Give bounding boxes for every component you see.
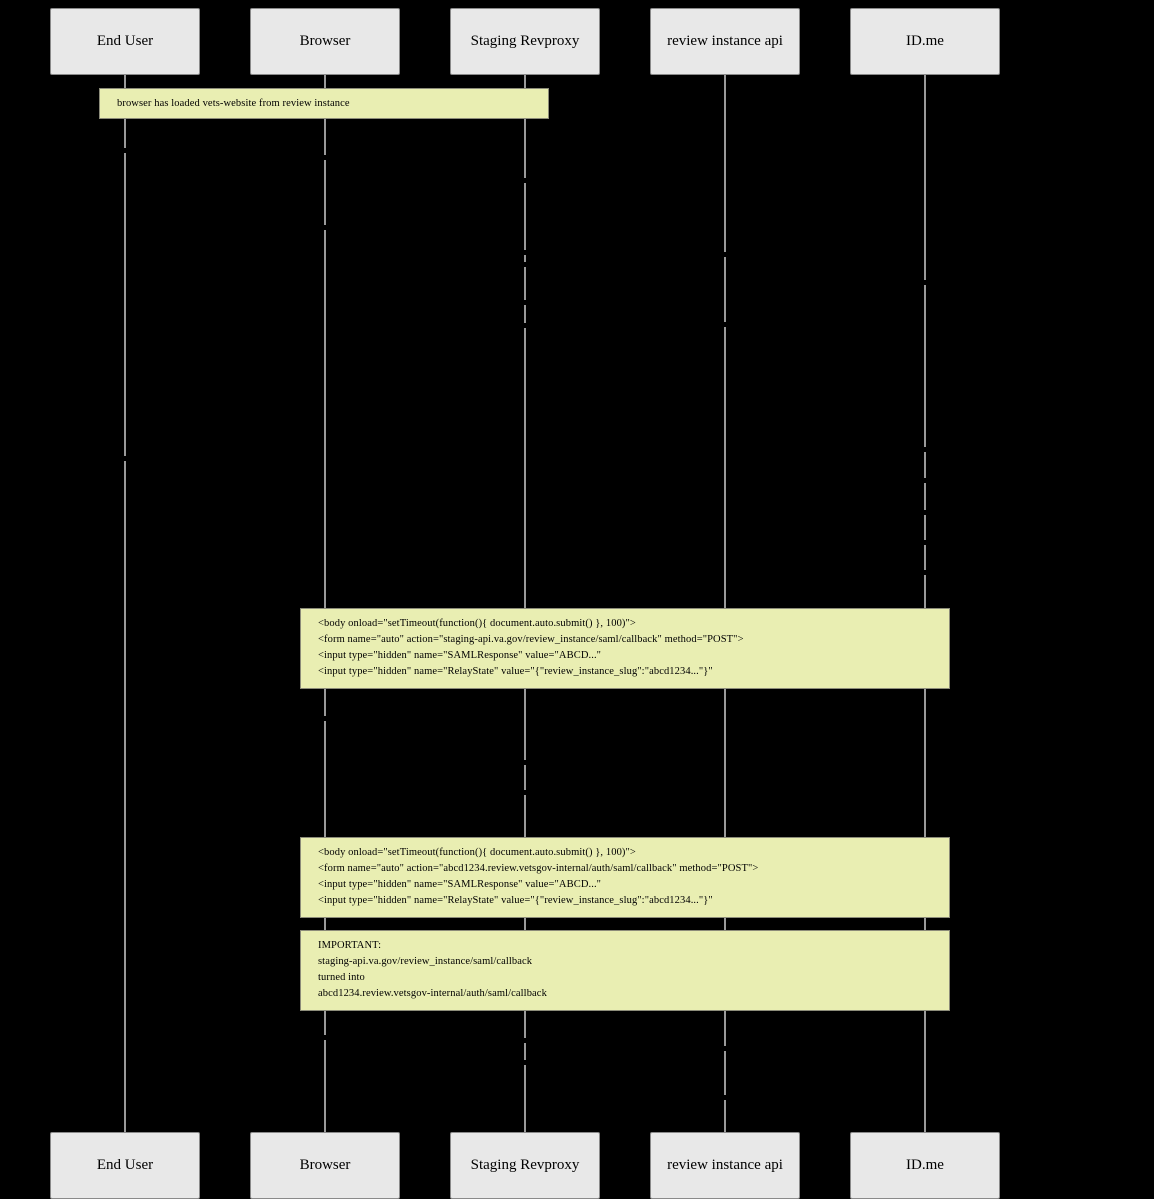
participant-browser-top[interactable]: Browser: [250, 8, 400, 75]
note-text-line: <body onload="setTimeout(function(){ doc…: [318, 847, 636, 858]
lifeline-gap: [523, 300, 527, 305]
participant-end-user-top[interactable]: End User: [50, 8, 200, 75]
participant-label: review instance api: [667, 1157, 783, 1174]
note-text-line: <input type="hidden" name="RelayState" v…: [318, 666, 713, 677]
note-text-line: <input type="hidden" name="SAMLResponse"…: [318, 879, 602, 890]
lifeline-gap: [323, 1035, 327, 1040]
participant-label: Staging Revproxy: [470, 33, 580, 50]
note-text-line: turned into: [318, 972, 365, 983]
note-text-line: abcd1234.review.vetsgov-internal/auth/sa…: [318, 988, 547, 999]
participant-label: ID.me: [906, 1157, 944, 1174]
participant-staging-revproxy-top[interactable]: Staging Revproxy: [450, 8, 600, 75]
note-text-line: <form name="auto" action="abcd1234.revie…: [318, 863, 759, 874]
note-text-line: <input type="hidden" name="SAMLResponse"…: [318, 650, 602, 661]
lifeline-gap: [523, 250, 527, 255]
note-browser-loaded: browser has loaded vets-website from rev…: [99, 88, 549, 119]
participant-label: Staging Revproxy: [470, 1157, 580, 1174]
note-text-line: <body onload="setTimeout(function(){ doc…: [318, 618, 636, 629]
lifeline-gap: [923, 478, 927, 483]
participant-label: End User: [96, 33, 154, 50]
lifeline-review-instance-api: [724, 75, 726, 1133]
note-text-line: browser has loaded vets-website from rev…: [117, 98, 350, 109]
lifeline-gap: [323, 225, 327, 230]
participant-label: ID.me: [906, 33, 944, 50]
lifeline-id-me: [924, 75, 926, 1133]
lifeline-gap: [923, 280, 927, 285]
note-text-line: IMPORTANT:: [318, 940, 382, 951]
lifeline-gap: [523, 262, 527, 267]
lifeline-gap: [523, 1060, 527, 1065]
participant-id-me-top[interactable]: ID.me: [850, 8, 1000, 75]
note-saml-post-staging: <body onload="setTimeout(function(){ doc…: [300, 608, 950, 689]
lifeline-gap: [723, 1046, 727, 1051]
participant-label: Browser: [299, 33, 351, 50]
lifeline-end-user: [124, 75, 126, 1133]
lifeline-gap: [923, 540, 927, 545]
lifeline-gap: [523, 1038, 527, 1043]
participant-label: End User: [96, 1157, 154, 1174]
lifeline-gap: [323, 155, 327, 160]
participant-browser-bottom[interactable]: Browser: [250, 1132, 400, 1199]
note-text-line: <form name="auto" action="staging-api.va…: [318, 634, 744, 645]
lifeline-gap: [923, 447, 927, 452]
participant-review-instance-api-top[interactable]: review instance api: [650, 8, 800, 75]
lifeline-gap: [523, 178, 527, 183]
participant-review-instance-api-bottom[interactable]: review instance api: [650, 1132, 800, 1199]
lifeline-gap: [523, 790, 527, 795]
lifeline-gap: [723, 1095, 727, 1100]
lifeline-gap: [523, 760, 527, 765]
lifeline-browser: [324, 75, 326, 1133]
lifeline-gap: [723, 252, 727, 257]
lifeline-gap: [923, 510, 927, 515]
participant-staging-revproxy-bottom[interactable]: Staging Revproxy: [450, 1132, 600, 1199]
note-text-line: <input type="hidden" name="RelayState" v…: [318, 895, 713, 906]
lifeline-gap: [323, 716, 327, 721]
participant-end-user-bottom[interactable]: End User: [50, 1132, 200, 1199]
note-text-line: staging-api.va.gov/review_instance/saml/…: [318, 956, 533, 967]
participant-label: review instance api: [667, 33, 783, 50]
lifeline-gap: [123, 148, 127, 153]
note-important-rewrite: IMPORTANT: staging-api.va.gov/review_inst…: [300, 930, 950, 1011]
lifeline-gap: [523, 323, 527, 328]
lifeline-staging-revproxy: [524, 75, 526, 1133]
note-saml-post-review-instance: <body onload="setTimeout(function(){ doc…: [300, 837, 950, 918]
participant-id-me-bottom[interactable]: ID.me: [850, 1132, 1000, 1199]
lifeline-gap: [723, 322, 727, 327]
lifeline-gap: [923, 570, 927, 575]
lifeline-gap: [123, 456, 127, 461]
participant-label: Browser: [299, 1157, 351, 1174]
